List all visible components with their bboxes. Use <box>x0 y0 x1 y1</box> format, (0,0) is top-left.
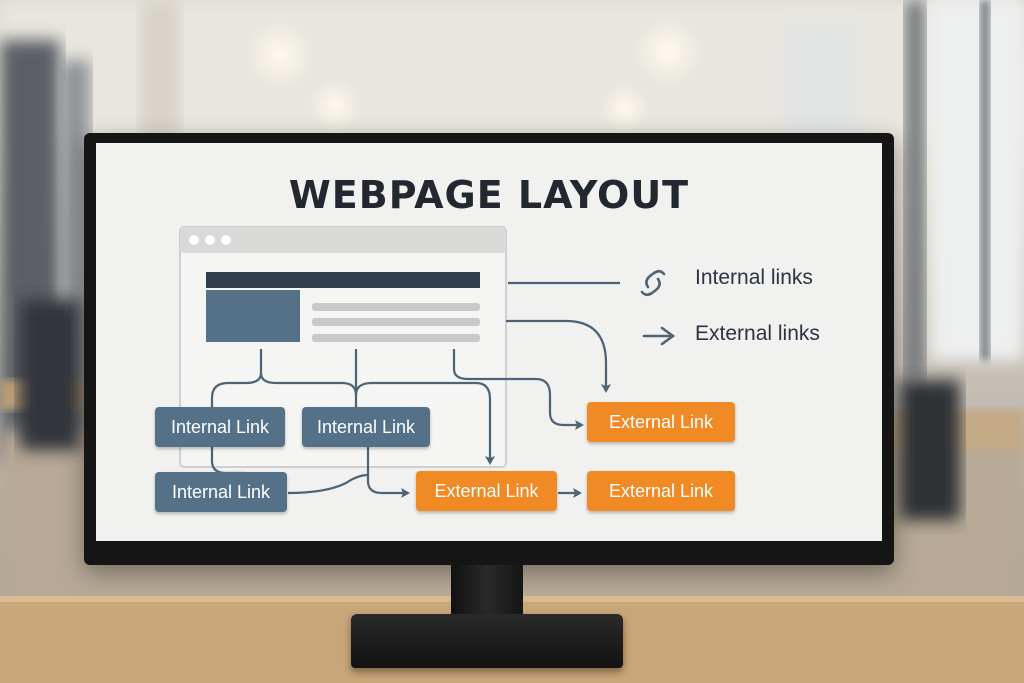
window-dot-2 <box>205 235 215 245</box>
window-dot-3 <box>221 235 231 245</box>
external-link-node-3[interactable]: External Link <box>587 471 735 511</box>
text-line-1 <box>312 303 480 311</box>
monitor: WEBPAGE LAYOUT <box>84 133 894 565</box>
header-bar <box>206 272 480 288</box>
text-line-2 <box>312 318 480 326</box>
text-line-3 <box>312 334 480 342</box>
arrow-right-icon <box>644 328 673 344</box>
connector-internal-3-to-external-2 <box>288 475 368 493</box>
legend-internal-label: Internal links <box>695 266 813 290</box>
window-dot-1 <box>189 235 199 245</box>
internal-link-node-1[interactable]: Internal Link <box>155 407 285 447</box>
connector-to-external-1 <box>506 321 606 391</box>
monitor-screen: WEBPAGE LAYOUT <box>96 143 882 541</box>
internal-link-node-2[interactable]: Internal Link <box>302 407 430 447</box>
internal-link-node-3[interactable]: Internal Link <box>155 472 287 512</box>
legend-external-label: External links <box>695 322 820 346</box>
hero-image-block <box>206 290 300 342</box>
external-link-node-1[interactable]: External Link <box>587 402 735 442</box>
monitor-stand-base <box>351 614 623 668</box>
external-link-node-2[interactable]: External Link <box>416 471 557 511</box>
chain-link-icon <box>642 271 664 295</box>
monitor-stand-neck <box>451 565 523 620</box>
